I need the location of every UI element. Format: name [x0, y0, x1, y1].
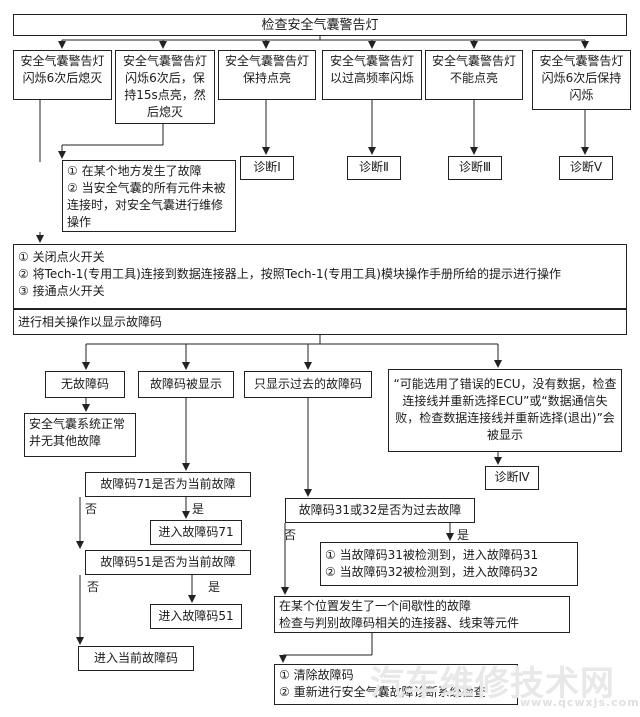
diagnosis-5: 诊断Ⅴ [559, 156, 613, 180]
past-codes-only-box: 只显示过去的故障码 [244, 371, 372, 398]
no-label: 否 [87, 580, 100, 594]
diagnosis-1: 诊断Ⅰ [240, 156, 294, 180]
goto-71-box: 进入故障码71 [150, 520, 242, 545]
step-line: ① 关闭点火开关 [18, 250, 105, 264]
yes-label: 是 [457, 528, 470, 542]
yes-label: 是 [208, 580, 221, 594]
watermark-logo: 汽车维修技术网 [370, 664, 615, 704]
intermittent-box: 在某个位置发生了一个间歇性的故障 检查与判别故障码相关的连接器、线束等元件 [274, 596, 570, 633]
fault-note-line: ① 在某个地方发生了故障 [67, 164, 202, 178]
yes-label: 是 [192, 502, 205, 516]
display-codes-box: 进行相关操作以显示故障码 [13, 309, 627, 335]
symptom-box: 安全气囊警告灯闪烁6次后保持闪烁 [532, 50, 631, 110]
final-line: ① 清除故障码 [279, 668, 354, 682]
symptom-box: 安全气囊警告灯闪烁6次后，保持15s点亮，然后熄灭 [115, 50, 215, 124]
final-line: ② 重新进行安全气囊故障诊断系统检查 [279, 685, 486, 699]
no-label: 否 [284, 528, 297, 542]
flowchart-title: 检查安全气囊警告灯 [13, 14, 627, 36]
question-51-box: 故障码51是否为当前故障 [85, 550, 251, 575]
fault-note-line: ② 当安全气囊的所有元件未被连接时，对安全气囊进行维修操作 [67, 181, 226, 229]
question-31-box: 故障码31或32是否为过去故障 [285, 498, 475, 523]
result-31-line: ② 当故障码32被检测到，进入故障码32 [325, 565, 539, 579]
intermittent-line: 在某个位置发生了一个间歇性的故障 [279, 599, 472, 613]
watermark-url: www.qcwxjs.com [520, 696, 640, 709]
intermittent-line: 检查与判别故障码相关的连接器、线束等元件 [279, 616, 520, 630]
goto-current-box: 进入当前故障码 [78, 646, 194, 671]
fault-note: ① 在某个地方发生了故障 ② 当安全气囊的所有元件未被连接时，对安全气囊进行维修… [62, 160, 236, 232]
symptom-box: 安全气囊警告灯保持点亮 [218, 50, 316, 100]
no-codes-box: 无故障码 [45, 371, 125, 398]
no-label: 否 [85, 502, 98, 516]
result-31-line: ① 当故障码31被检测到，进入故障码31 [325, 548, 539, 562]
question-71-box: 故障码71是否为当前故障 [85, 472, 251, 497]
step-line: ② 将Tech-1(专用工具)连接到数据连接器上，按照Tech-1(专用工具)模… [18, 267, 561, 281]
final-box: ① 清除故障码 ② 重新进行安全气囊故障诊断系统检查 [274, 664, 518, 705]
symptom-box: 安全气囊警告灯闪烁6次后熄灭 [13, 50, 112, 100]
steps-box: ① 关闭点火开关 ② 将Tech-1(专用工具)连接到数据连接器上，按照Tech… [13, 244, 627, 309]
codes-displayed-box: 故障码被显示 [138, 371, 234, 398]
diagnosis-3: 诊断Ⅲ [448, 156, 502, 180]
result-31-box: ① 当故障码31被检测到，进入故障码31 ② 当故障码32被检测到，进入故障码3… [320, 542, 578, 586]
diagnosis-2: 诊断Ⅱ [347, 156, 401, 180]
diagnosis-4: 诊断Ⅳ [485, 466, 539, 490]
step-line: ③ 接通点火开关 [18, 284, 105, 298]
ecu-message-box: “可能选用了错误的ECU，没有数据，检查连接线并重新选择ECU”或“数据通信失败… [388, 369, 622, 452]
symptom-box: 安全气囊警告灯不能点亮 [425, 50, 523, 100]
symptom-box: 安全气囊警告灯以过高频率闪烁 [322, 50, 422, 100]
goto-51-box: 进入故障码51 [150, 604, 242, 629]
normal-box: 安全气囊系统正常并无其他故障 [24, 413, 136, 457]
